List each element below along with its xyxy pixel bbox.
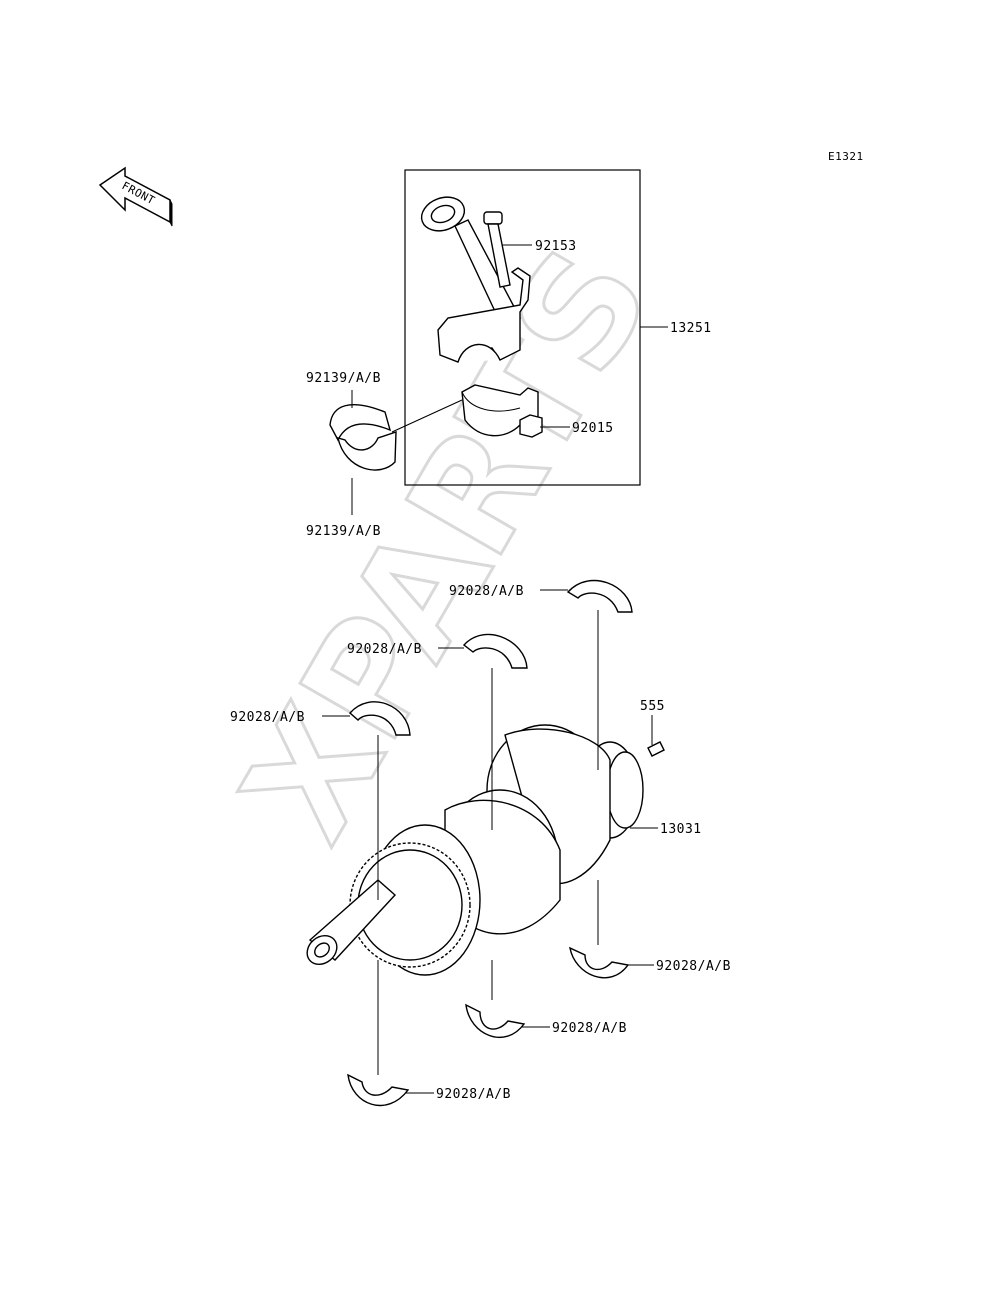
callout-pin: 555 (640, 699, 665, 714)
diagram-code: E1321 (828, 150, 864, 163)
callout-crankshaft: 13031 (660, 822, 702, 837)
conrod-bearing-upper (329, 404, 392, 442)
conrod-bearing-lower (337, 431, 397, 471)
callout-conrod-nut: 92015 (572, 421, 614, 436)
callout-conrod-bolt: 92153 (535, 239, 577, 254)
main-bearing-top-left (349, 701, 411, 736)
conrod-bolt (483, 211, 511, 288)
main-bearing-bottom-mid (465, 1003, 526, 1039)
conrod-cap (461, 384, 539, 437)
callout-main-bearing-bottom-left: 92028/A/B (436, 1087, 511, 1102)
callout-main-bearing-top-right: 92028/A/B (449, 584, 524, 599)
pin (647, 741, 665, 757)
main-bearing-top-mid (462, 633, 528, 669)
callout-conrod-assy: 13251 (670, 321, 712, 336)
callout-main-bearing-bottom-mid: 92028/A/B (552, 1021, 627, 1036)
front-arrow-icon: FRONT (98, 166, 173, 227)
conrod-nut (519, 414, 543, 438)
crankshaft (306, 724, 665, 976)
main-bearing-top-right (566, 579, 633, 613)
main-bearing-bottom-left (347, 1073, 410, 1107)
callout-conrod-bearing-lower: 92139/A/B (306, 524, 381, 539)
callout-main-bearing-top-left: 92028/A/B (230, 710, 305, 725)
connecting-rod (420, 196, 531, 363)
callout-main-bearing-top-mid: 92028/A/B (347, 642, 422, 657)
callout-conrod-bearing-upper: 92139/A/B (306, 371, 381, 386)
main-bearing-bottom-right (569, 946, 630, 979)
callout-main-bearing-bottom-right: 92028/A/B (656, 959, 731, 974)
